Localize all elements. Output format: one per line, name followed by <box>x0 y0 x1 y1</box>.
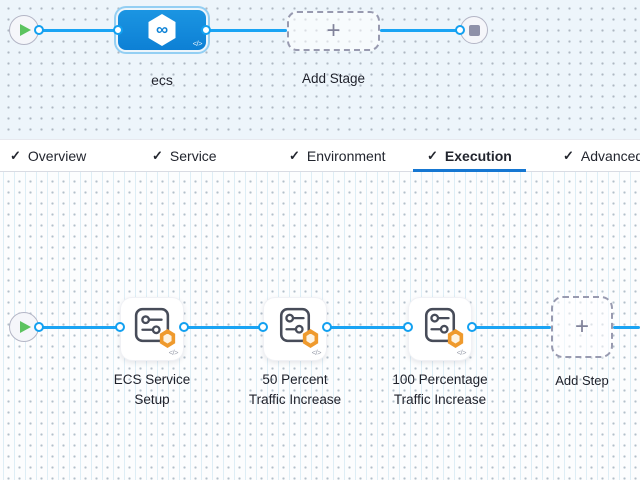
check-icon: ✓ <box>563 148 574 163</box>
edge-start-to-stage <box>39 29 118 32</box>
plus-icon: + <box>574 313 589 340</box>
connector-dot <box>179 322 189 332</box>
step-card-50-percent[interactable]: </> <box>263 297 327 361</box>
aws-ecs-badge-icon <box>447 329 464 348</box>
step-card-ecs-service-setup[interactable]: </> <box>120 297 184 361</box>
connector-dot <box>455 25 465 35</box>
play-icon <box>20 24 31 36</box>
add-step-button[interactable]: + <box>551 296 613 358</box>
add-stage-button[interactable]: + <box>287 11 380 51</box>
sliders-step-icon <box>134 307 170 343</box>
step-label[interactable]: 100 Percentage Traffic Increase <box>392 372 488 407</box>
plus-icon: + <box>326 17 341 44</box>
yaml-toggle-icon[interactable]: </> <box>456 348 467 357</box>
tab-label: Overview <box>27 148 87 164</box>
tab-advanced[interactable]: ✓ Advanced <box>563 140 640 172</box>
tab-label: Service <box>169 148 217 164</box>
check-icon: ✓ <box>427 148 438 163</box>
edge-addstage-to-end <box>380 29 460 32</box>
yaml-toggle-icon[interactable]: </> <box>311 348 322 357</box>
connector-dot <box>34 25 44 35</box>
stage-config-tabbar: ✓ Overview ✓ Service ✓ Environment ✓ Exe… <box>0 139 640 172</box>
edge <box>472 326 551 329</box>
tab-label: Execution <box>444 148 512 164</box>
play-icon <box>20 321 31 333</box>
tab-label: Environment <box>306 148 386 164</box>
connector-dot <box>403 322 413 332</box>
edge <box>613 326 640 329</box>
edge-stage-to-addstage <box>206 29 287 32</box>
check-icon: ✓ <box>289 148 300 163</box>
connector-dot <box>115 322 125 332</box>
connector-dot <box>322 322 332 332</box>
edge <box>39 326 120 329</box>
tab-execution[interactable]: ✓ Execution <box>413 140 526 172</box>
stage-canvas[interactable]: ∞ </> + ecs Add Stage <box>0 0 640 139</box>
connector-dot <box>201 25 211 35</box>
connector-dot <box>113 25 123 35</box>
sliders-step-icon <box>424 307 456 343</box>
stage-node-ecs[interactable]: ∞ </> <box>118 10 206 50</box>
cd-stage-hexagon-icon: ∞ <box>148 14 176 46</box>
tab-service[interactable]: ✓ Service <box>152 140 217 172</box>
step-label[interactable]: ECS Service Setup <box>113 372 191 407</box>
check-icon: ✓ <box>10 148 21 163</box>
connector-dot <box>467 322 477 332</box>
cd-infinity-icon: ∞ <box>155 20 169 39</box>
tab-environment[interactable]: ✓ Environment <box>289 140 386 172</box>
check-icon: ✓ <box>152 148 163 163</box>
sliders-step-icon <box>279 307 311 343</box>
add-stage-label[interactable]: Add Stage <box>301 71 366 86</box>
edge <box>184 326 263 329</box>
stop-icon <box>468 24 480 36</box>
tab-label: Advanced <box>580 148 640 164</box>
connector-dot <box>34 322 44 332</box>
add-step-label[interactable]: Add Step <box>555 373 609 388</box>
aws-ecs-badge-icon <box>159 329 176 348</box>
connector-dot <box>258 322 268 332</box>
yaml-toggle-icon[interactable]: </> <box>192 39 203 48</box>
execution-canvas[interactable]: </> </> </> + <box>0 172 640 480</box>
aws-ecs-badge-icon <box>302 329 319 348</box>
tab-overview[interactable]: ✓ Overview <box>10 140 86 172</box>
step-label[interactable]: 50 Percent Traffic Increase <box>248 372 342 407</box>
edge <box>327 326 408 329</box>
yaml-toggle-icon[interactable]: </> <box>168 348 179 357</box>
stage-label[interactable]: ecs <box>151 72 173 88</box>
step-card-100-percentage[interactable]: </> <box>408 297 472 361</box>
